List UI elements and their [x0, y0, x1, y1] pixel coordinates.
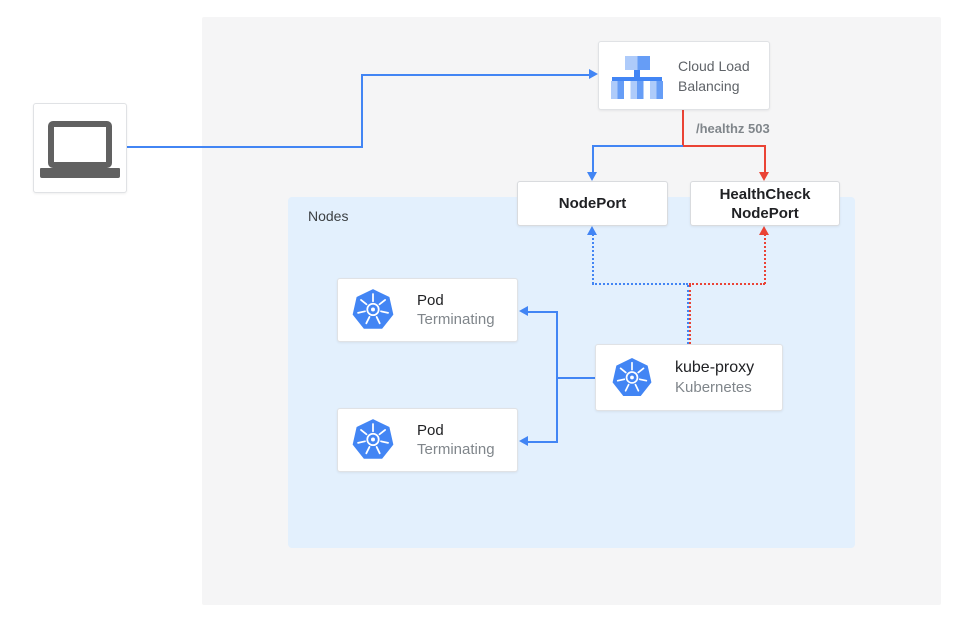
cloud-load-balancing-label: Cloud Load Balancing	[678, 56, 750, 96]
edge-kubeproxy-healthcheck-dotted-h	[689, 283, 765, 285]
edge-clb-healthcheck-segment-2	[683, 145, 766, 147]
pod2-title: Pod	[417, 422, 444, 439]
nodeport-card: NodePort	[517, 181, 668, 226]
edge-laptop-to-clb-segment-3	[361, 74, 591, 76]
edge-kubeproxy-nodeport-dotted-h	[592, 283, 688, 285]
edge-clb-healthcheck-segment-3	[764, 145, 766, 174]
edge-clb-nodeport-segment-2	[592, 145, 594, 174]
arrowhead-into-pod1	[519, 306, 528, 316]
edge-clb-nodeport-segment-1	[592, 145, 683, 147]
edge-kubeproxy-stem-red-dotted	[689, 285, 691, 344]
clb-label-line1: Cloud Load	[678, 58, 750, 74]
edge-kubeproxy-pod2-segment	[527, 441, 557, 443]
arrowhead-into-pod2	[519, 436, 528, 446]
edge-laptop-to-clb-segment-1	[127, 146, 362, 148]
edge-clb-healthcheck-segment-1	[682, 110, 684, 147]
kubernetes-icon	[612, 357, 652, 396]
cloud-load-balancing-card: Cloud Load Balancing	[598, 41, 770, 110]
kubernetes-icon	[352, 289, 394, 329]
load-balancer-icon	[611, 56, 663, 99]
clb-label-line2: Balancing	[678, 78, 740, 94]
edge-kubeproxy-nodeport-dotted-v	[592, 234, 594, 284]
nodes-group-label: Nodes	[308, 208, 349, 224]
edge-kubeproxy-pods-segment-2	[556, 311, 558, 443]
pod1-title: Pod	[417, 292, 444, 309]
healthz-503-label: /healthz 503	[696, 121, 770, 136]
laptop-base	[40, 168, 120, 178]
arrowhead-into-nodeport	[587, 172, 597, 181]
healthcheck-label-line2: NodePort	[731, 204, 799, 222]
nodeport-label: NodePort	[558, 195, 627, 212]
edge-kubeproxy-pod1-segment	[527, 311, 557, 313]
healthcheck-nodeport-card: HealthCheck NodePort	[690, 181, 840, 226]
arrowhead-up-into-nodeport	[587, 226, 597, 235]
kube-proxy-card: kube-proxy Kubernetes	[595, 344, 783, 411]
pod2-status: Terminating	[417, 441, 495, 458]
arrowhead-into-clb	[589, 69, 598, 79]
arrowhead-into-healthcheck-nodeport	[759, 172, 769, 181]
kube-proxy-subtitle: Kubernetes	[675, 379, 752, 396]
pod1-status: Terminating	[417, 311, 495, 328]
healthcheck-nodeport-label: HealthCheck NodePort	[720, 185, 811, 223]
kubernetes-icon	[352, 419, 394, 459]
edge-kubeproxy-healthcheck-dotted-v	[764, 234, 766, 284]
client-laptop-card	[33, 103, 127, 193]
edge-laptop-to-clb-segment-2	[361, 74, 363, 148]
pod-2-card: Pod Terminating	[337, 408, 518, 472]
pod-1-card: Pod Terminating	[337, 278, 518, 342]
laptop-screen	[48, 121, 112, 168]
arrowhead-up-into-healthcheck-nodeport	[759, 226, 769, 235]
healthcheck-label-line1: HealthCheck	[719, 185, 811, 203]
edge-kubeproxy-stem-blue-dotted	[687, 285, 689, 344]
edge-kubeproxy-pods-segment-1	[557, 377, 595, 379]
kube-proxy-title: kube-proxy	[675, 359, 755, 376]
